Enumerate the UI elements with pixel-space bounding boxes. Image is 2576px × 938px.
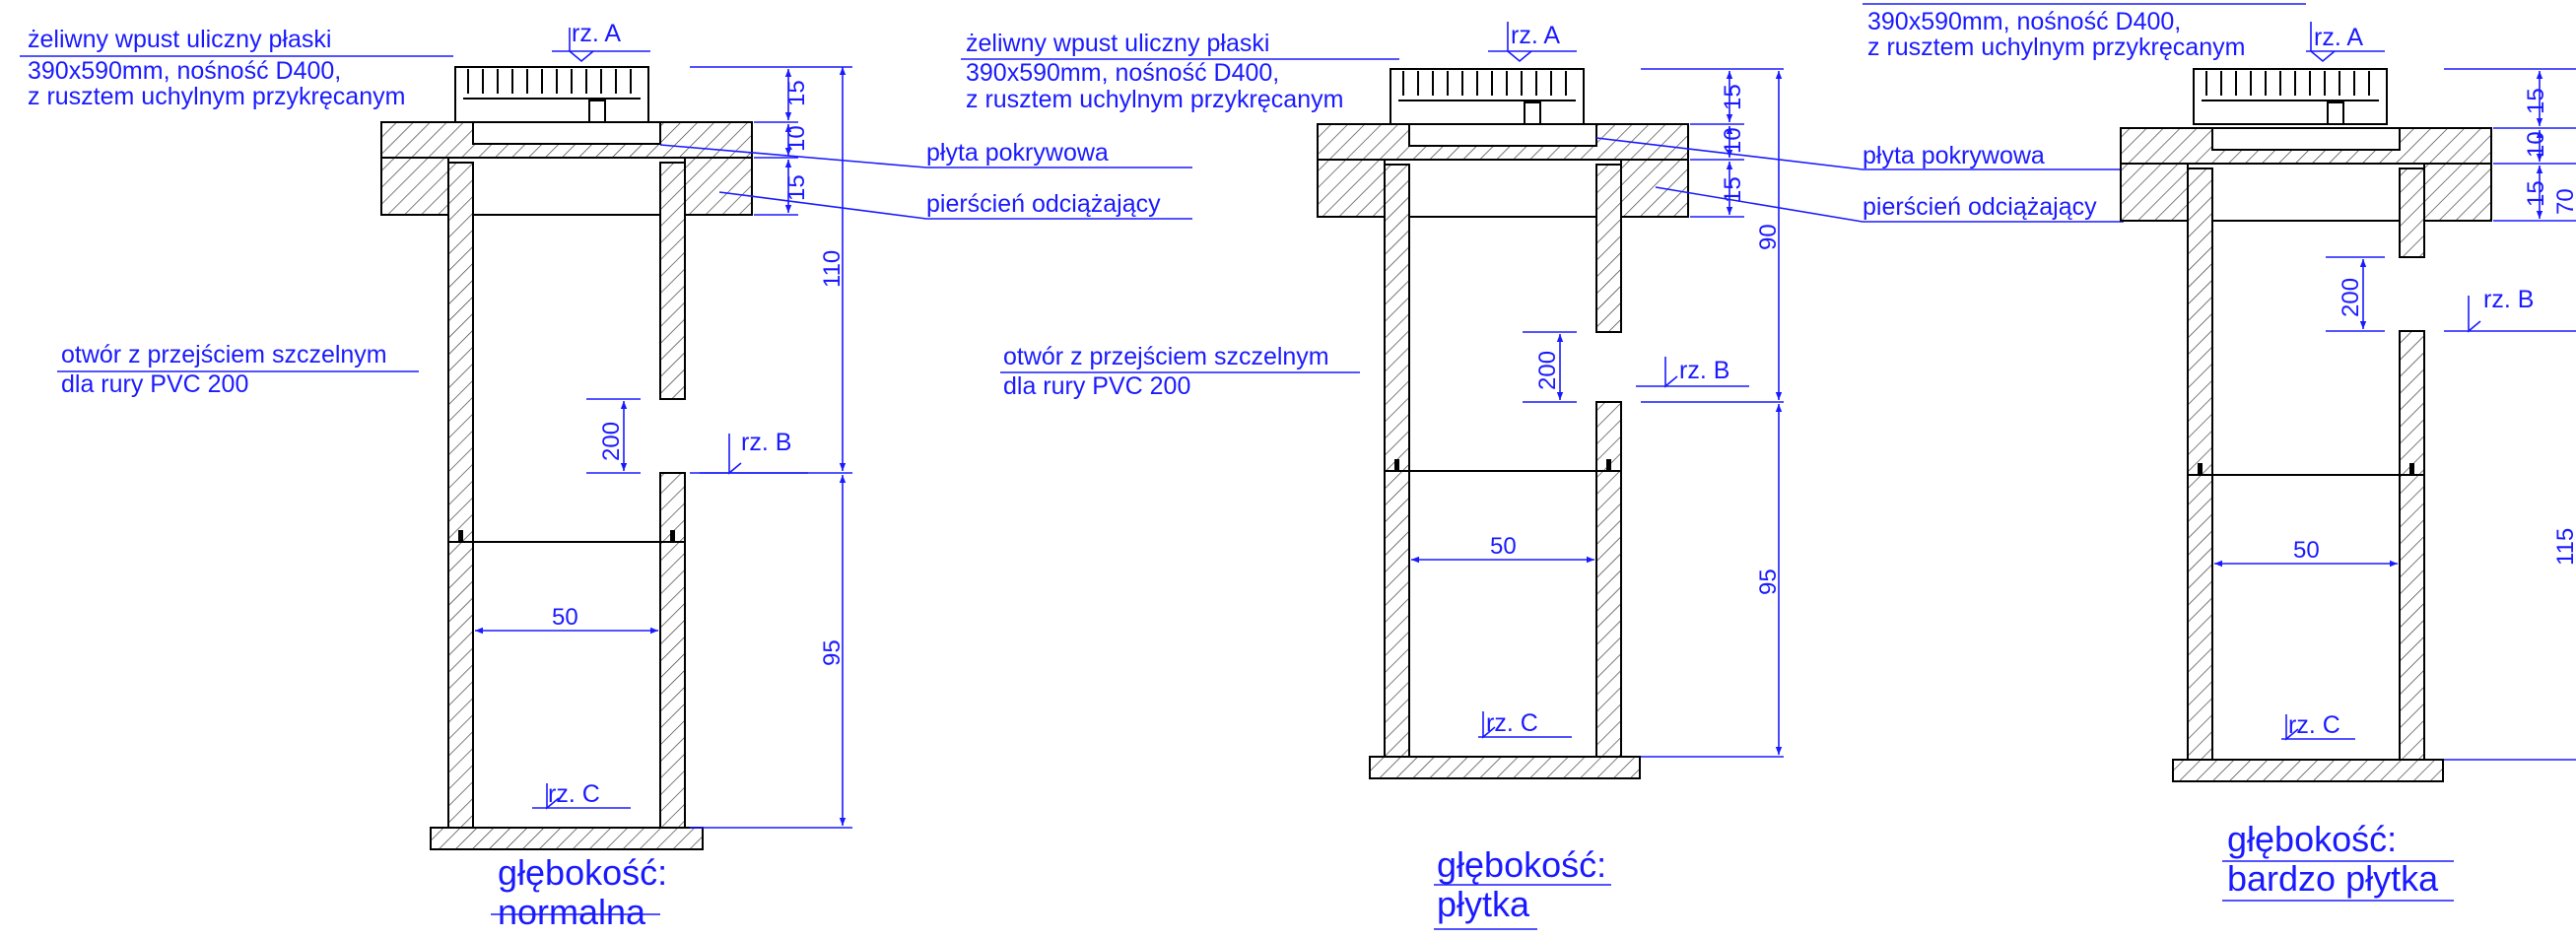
dim-opening: 200 — [1534, 351, 1561, 390]
pipe-opening-label-line1: otwór z przejściem szczelnym — [61, 341, 387, 368]
shaft-wall-right-lower — [1595, 401, 1622, 762]
dim-upper-section: 90 — [1755, 224, 1782, 250]
grate-label-line3: z rusztem uchylnym przykręcanym — [28, 83, 405, 110]
variant-very-shallow — [1863, 3, 2576, 902]
dim-plate-height: 10 — [1720, 127, 1746, 154]
dim-opening: 200 — [2338, 278, 2364, 317]
cover-plate-label: płyta pokrywowa — [926, 139, 1109, 167]
depth-heading: głębokość: — [1437, 844, 1606, 885]
dim-plate-height: 10 — [2523, 131, 2549, 158]
dim-inner-width: 50 — [2293, 537, 2320, 564]
dim-lower-section: 115 — [2552, 528, 2576, 566]
dim-ring-height: 15 — [783, 174, 810, 201]
dim-grate-height: 15 — [2523, 88, 2549, 114]
base-slab — [1369, 756, 1641, 779]
depth-name: normalna — [498, 892, 646, 932]
shaft-wall-right-upper — [659, 162, 686, 400]
grate-label-line2: 390x590mm, nośność D400, — [1867, 8, 2181, 35]
shaft-wall-right-upper — [1595, 164, 1622, 333]
level-a-label: rz. A — [572, 20, 621, 47]
dim-upper-section: 110 — [819, 250, 846, 288]
shaft-wall-left — [447, 162, 474, 834]
dim-plate-height: 10 — [783, 125, 810, 152]
depth-heading: głębokość: — [2227, 819, 2397, 859]
cover-plate-label: płyta pokrywowa — [1863, 142, 2045, 169]
shaft-wall-right-lower — [2399, 330, 2425, 765]
pipe-opening-label-line2: dla rury PVC 200 — [1003, 372, 1190, 400]
shaft-wall-right-lower — [659, 472, 686, 834]
grate-icon — [2193, 68, 2388, 125]
dim-ring-height: 15 — [2523, 180, 2549, 207]
level-b-label: rz. B — [2483, 286, 2534, 313]
grate-label-line1: żeliwny wpust uliczny płaski — [28, 26, 331, 53]
base-slab — [2172, 759, 2444, 782]
dim-ring-height: 15 — [1720, 176, 1746, 203]
level-c-label: rz. C — [2288, 711, 2340, 739]
relief-ring-label: pierścień odciążający — [1863, 193, 2097, 221]
depth-heading: głębokość: — [498, 852, 667, 893]
pipe-opening-label-line1: otwór z przejściem szczelnym — [1003, 343, 1329, 370]
shaft-wall-right-upper — [2399, 168, 2425, 258]
dim-lower-section: 95 — [819, 639, 846, 666]
level-b-label: rz. B — [1679, 357, 1729, 384]
dim-grate-height: 15 — [1720, 84, 1746, 110]
grate-label-line3: z rusztem uchylnym przykręcanym — [966, 86, 1343, 113]
grate-label-line2: 390x590mm, nośność D400, — [966, 59, 1279, 87]
grate-label-line2: 390x590mm, nośność D400, — [28, 57, 341, 85]
level-b-label: rz. B — [741, 429, 791, 456]
grate-label-line3: z rusztem uchylnym przykręcanym — [1867, 34, 2245, 61]
pipe-opening-label-line2: dla rury PVC 200 — [61, 370, 248, 398]
level-c-label: rz. C — [1486, 709, 1538, 737]
level-a-label: rz. A — [1511, 22, 1560, 49]
dim-upper-section: 70 — [2552, 188, 2576, 215]
variant-normal — [20, 28, 1192, 915]
level-c-label: rz. C — [548, 780, 600, 808]
depth-name: płytka — [1437, 884, 1530, 924]
grate-icon — [1390, 68, 1585, 125]
dim-lower-section: 95 — [1755, 569, 1782, 595]
dim-opening: 200 — [598, 422, 625, 461]
grate-icon — [454, 66, 649, 123]
grate-label-line1: żeliwny wpust uliczny płaski — [966, 30, 1269, 57]
base-slab — [430, 827, 704, 850]
depth-name: bardzo płytka — [2227, 858, 2439, 899]
level-a-label: rz. A — [2314, 24, 2363, 51]
dim-grate-height: 15 — [783, 80, 810, 106]
relief-ring-label: pierścień odciążający — [926, 190, 1161, 218]
dim-inner-width: 50 — [552, 604, 578, 631]
variant-shallow — [961, 22, 2124, 930]
dim-inner-width: 50 — [1490, 533, 1517, 560]
